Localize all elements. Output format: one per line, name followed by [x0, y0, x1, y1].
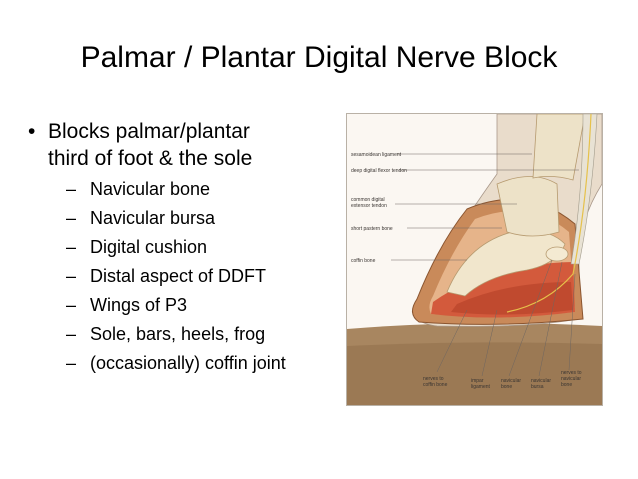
label-navicular-2: navicular — [531, 378, 551, 384]
hoof-anatomy-illustration: sesamoidean ligament deep digital flexor… — [346, 113, 603, 406]
coffin-bone — [446, 230, 566, 297]
sub-bullet-text: Digital cushion — [90, 237, 208, 257]
long-pastern-bone — [532, 114, 586, 181]
label-navicular: navicular — [501, 378, 521, 384]
label-bursa: bursa — [531, 384, 544, 390]
sub-bullet-marker: – — [66, 266, 77, 286]
sub-bullet-marker: – — [66, 237, 77, 257]
leader-line — [508, 259, 553, 377]
sub-bullet-text: Navicular bursa — [90, 208, 216, 228]
slide-title: Palmar / Plantar Digital Nerve Block — [80, 41, 558, 74]
label-bone-2: bone — [561, 382, 572, 388]
sub-bullet-text: Distal aspect of DDFT — [90, 266, 267, 286]
leader-line — [538, 261, 563, 377]
navicular-bone — [545, 246, 569, 262]
label-nerves-to-2: nerves to — [561, 370, 582, 376]
digital-cushion — [451, 282, 573, 315]
bullet-text-line2: third of foot & the sole — [48, 147, 253, 170]
deep-digital-flexor-tendon — [570, 114, 598, 265]
sub-bullet: –Sole, bars, heels, frog — [48, 323, 326, 346]
leader-line — [481, 309, 498, 377]
label-coffin-bone: coffin bone — [351, 258, 376, 264]
hoof-cross-section-drawing: sesamoidean ligament deep digital flexor… — [347, 114, 602, 405]
bullet-text-line1: Blocks palmar/plantar — [48, 120, 250, 143]
label-extensor-tendon: extensor tendon — [351, 203, 387, 209]
short-pastern-bone — [496, 176, 560, 237]
sub-bullet-marker: – — [66, 179, 77, 199]
sub-bullet: –Digital cushion — [48, 236, 326, 259]
label-coffin-bone-bottom: coffin bone — [423, 382, 448, 388]
leader-line — [436, 309, 468, 373]
sub-bullet-marker: – — [66, 295, 77, 315]
label-ligament: ligament — [471, 384, 491, 390]
sub-bullet: –Wings of P3 — [48, 294, 326, 317]
sub-bullet: –Navicular bone — [48, 178, 326, 201]
label-nerves-to: nerves to — [423, 376, 444, 382]
sub-bullet-marker: – — [66, 324, 77, 344]
sub-bullet-text: Sole, bars, heels, frog — [90, 324, 266, 344]
sub-bullet-list: –Navicular bone –Navicular bursa –Digita… — [48, 178, 326, 375]
sub-bullet-text: Navicular bone — [90, 179, 211, 199]
sub-bullet-marker: – — [66, 353, 77, 373]
leader-lines — [391, 153, 579, 377]
label-common-digital: common digital — [351, 197, 385, 203]
leader-line — [568, 273, 576, 371]
bullet-list: • Blocks palmar/plantar third of foot & … — [26, 118, 326, 381]
label-bone: bone — [501, 384, 512, 390]
sub-bullet: –Navicular bursa — [48, 207, 326, 230]
ground-shadow — [347, 342, 602, 405]
sub-bullet-text: (occasionally) coffin joint — [90, 353, 286, 373]
label-deep-digital-flexor-tendon: deep digital flexor tendon — [351, 168, 407, 174]
sub-bullet-marker: – — [66, 208, 77, 228]
label-sesamoidean-ligament: sesamoidean ligament — [351, 152, 402, 158]
label-navicular-3: navicular — [561, 376, 581, 382]
sub-bullet-text: Wings of P3 — [90, 295, 188, 315]
digital-nerve — [506, 114, 592, 313]
main-bullet: • Blocks palmar/plantar third of foot & … — [26, 118, 326, 375]
sub-bullet: –Distal aspect of DDFT — [48, 265, 326, 288]
label-short-pastern-bone: short pastern bone — [351, 226, 393, 232]
label-impar: impar — [471, 378, 484, 384]
bullet-marker: • — [28, 120, 36, 143]
sub-bullet: –(occasionally) coffin joint — [48, 352, 326, 375]
